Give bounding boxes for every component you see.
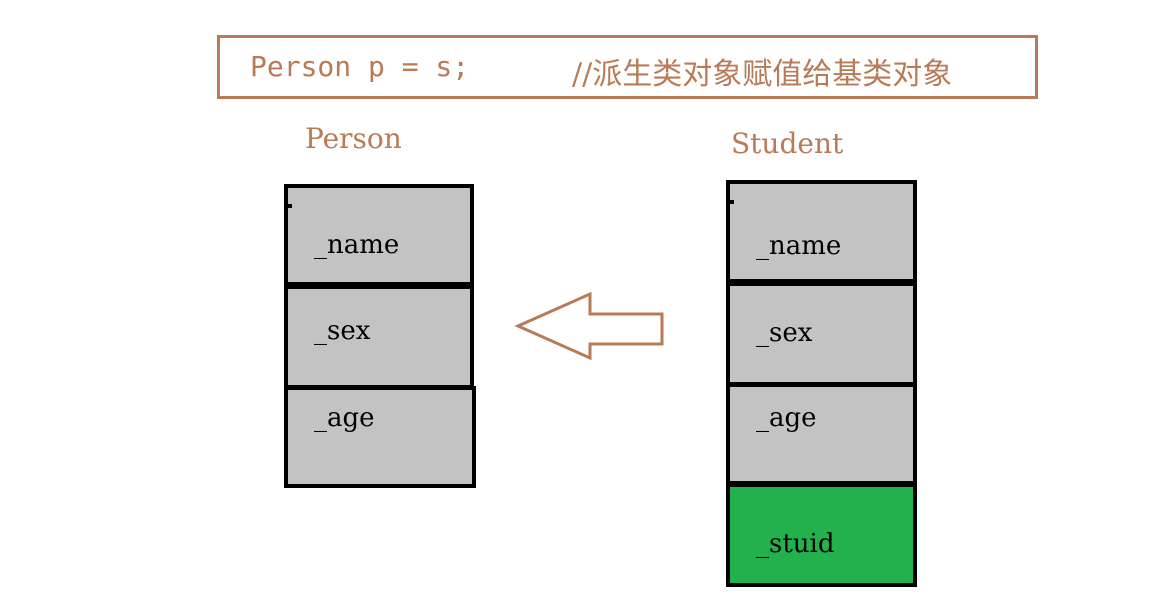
person-field-sex-label: _sex <box>314 316 371 346</box>
code-statement-box: Person p = s; //派生类对象赋值给基类对象 <box>217 35 1038 99</box>
student-field-stuid: _stuid <box>726 483 917 587</box>
person-field-sex: _sex <box>284 285 474 389</box>
corner-mark <box>288 204 292 208</box>
code-comment: //派生类对象赋值给基类对象 <box>572 57 953 92</box>
student-field-stuid-label: _stuid <box>756 529 835 559</box>
person-field-name: _name <box>284 184 474 286</box>
corner-mark <box>730 200 734 204</box>
student-field-name-label: _name <box>756 231 842 261</box>
student-field-sex: _sex <box>726 282 917 386</box>
student-field-age-label: _age <box>756 403 817 433</box>
student-title: Student <box>731 127 844 160</box>
code-statement: Person p = s; <box>250 50 470 83</box>
student-field-age: _age <box>726 383 917 485</box>
person-field-age: _age <box>284 386 476 488</box>
student-field-sex-label: _sex <box>756 318 813 348</box>
person-field-age-label: _age <box>314 403 375 433</box>
person-title: Person <box>305 122 402 155</box>
person-field-name-label: _name <box>314 230 400 260</box>
student-field-name: _name <box>726 180 917 283</box>
left-arrow-icon <box>514 291 664 361</box>
